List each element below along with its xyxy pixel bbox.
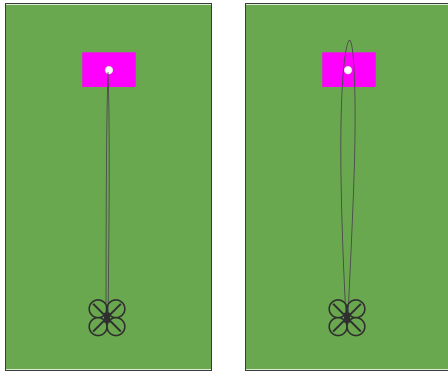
simulation-panel-left (5, 3, 212, 371)
quadcopter-icon (89, 300, 125, 336)
target-point-marker (344, 66, 352, 74)
drone-body (344, 313, 350, 323)
field-canvas-left (6, 4, 211, 370)
drone-body (104, 313, 110, 323)
simulation-panel-right (245, 3, 448, 371)
field-canvas-right (246, 4, 448, 370)
quadcopter-icon (329, 300, 365, 336)
target-point-marker (105, 66, 113, 74)
